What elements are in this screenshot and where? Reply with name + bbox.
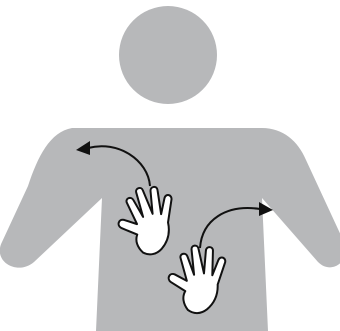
head [119,6,217,104]
body-and-arms [0,128,340,331]
